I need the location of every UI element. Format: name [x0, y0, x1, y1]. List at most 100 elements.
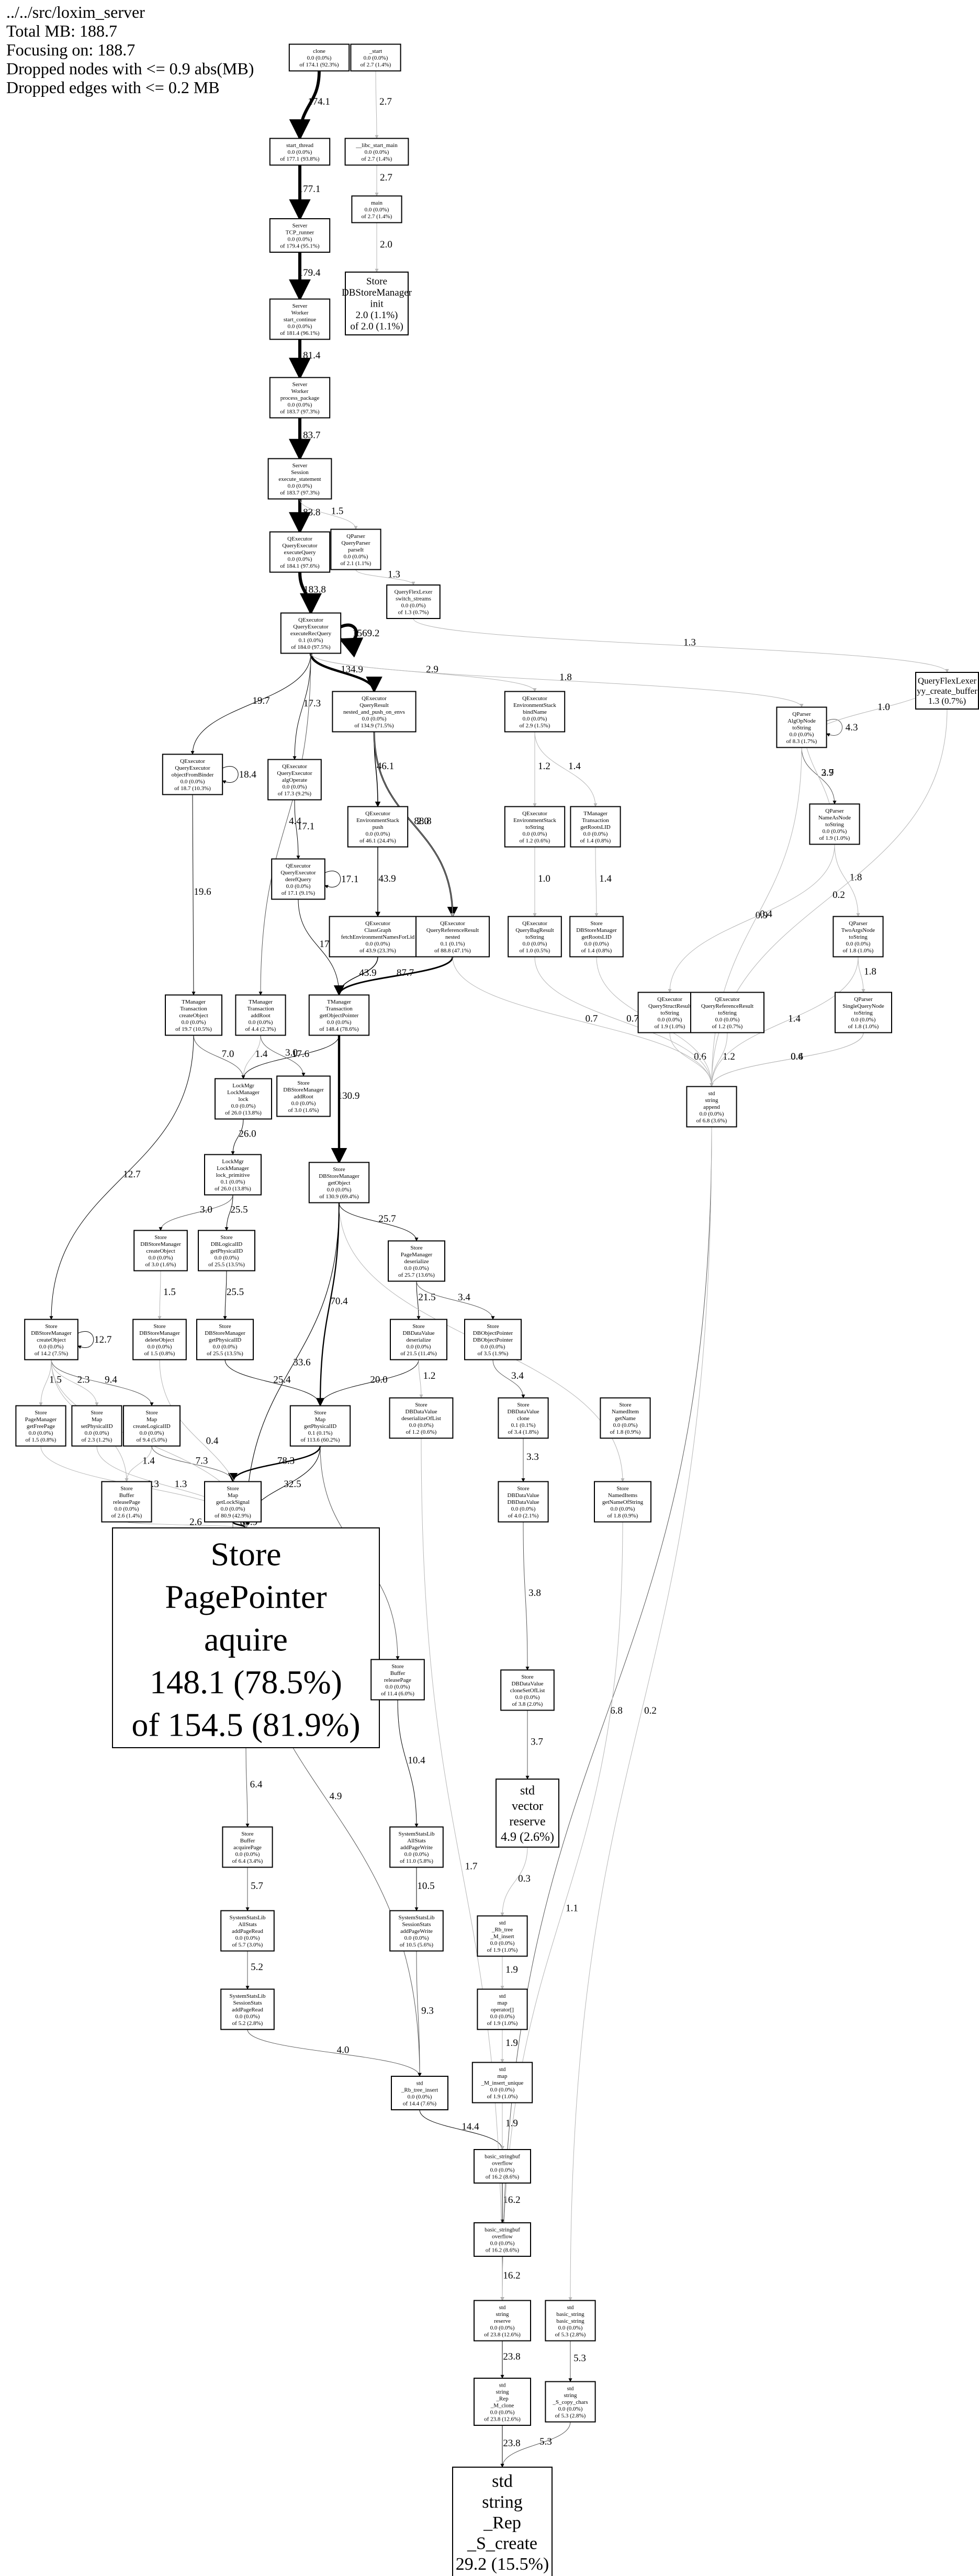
- edge-label: 0.7: [626, 1014, 639, 1025]
- edge-label: 3.0: [285, 1048, 298, 1059]
- edge-label: 18.4: [239, 769, 257, 780]
- node-label-line: PageManager: [401, 1252, 433, 1258]
- edge-line: [710, 957, 859, 1087]
- node-label-line: of 148.4 (78.6%): [319, 1026, 358, 1032]
- node-label-line: of 21.5 (11.4%): [400, 1351, 437, 1357]
- node-label-line: of 11.0 (5.8%): [400, 1858, 433, 1864]
- node-label-line: of 10.5 (5.6%): [400, 1942, 433, 1948]
- node-label-line: 0.1 (0.0%): [299, 637, 323, 644]
- edge-label: 21.5: [418, 1292, 435, 1303]
- node-label-line: QueryStructResult: [648, 1003, 691, 1009]
- node-label-line: 0.0 (0.0%): [288, 556, 312, 563]
- node-label-line: getFreePage: [27, 1423, 55, 1430]
- node-label-line: of 88.8 (47.1%): [434, 948, 471, 954]
- node-label-line: std: [499, 2382, 506, 2388]
- edge-label: 12.7: [94, 1334, 111, 1345]
- node-box: [389, 1826, 444, 1868]
- edge-label: 3.4: [511, 1370, 524, 1381]
- node-label-line: Buffer: [390, 1670, 406, 1677]
- node-label-line: Store: [590, 920, 602, 927]
- node-label-line: QueryFlexLexer: [918, 676, 977, 685]
- node-label-line: of 1.5 (0.8%): [26, 1437, 57, 1443]
- node-label-line: lock_primitive: [216, 1172, 250, 1178]
- node-label-line: _M_insert: [490, 1933, 514, 1940]
- edge-label: 19.7: [252, 695, 269, 706]
- node-label-line: of 17.3 (9.2%): [278, 791, 311, 797]
- node-label-line: of 1.3 (0.7%): [398, 609, 429, 615]
- edge-qe_derefq-to-qe_derefq: 17.1: [324, 871, 358, 888]
- node-label-line: DBObjectPointer: [473, 1330, 513, 1336]
- edge-label: 177.1: [298, 184, 321, 195]
- node-label-line: createObject: [179, 1013, 208, 1019]
- edge-label: 14.4: [462, 2121, 479, 2132]
- edge-line: [492, 1359, 525, 1399]
- edge-label: 174.1: [308, 96, 330, 107]
- node-label-line: getName: [615, 1415, 636, 1422]
- node-label-line: 0.0 (0.0%): [490, 2325, 515, 2331]
- node-label-line: init: [370, 298, 384, 309]
- node-label-line: std: [567, 2304, 574, 2311]
- node-label-line: append: [703, 1104, 720, 1110]
- node-label-line: QExecutor: [287, 536, 312, 542]
- node-label-line: of 6.4 (3.4%): [232, 1858, 263, 1864]
- node-box: [15, 1405, 66, 1447]
- edge-named_getnamestr-to-string_reserve: 1.1: [500, 1522, 623, 2301]
- node-box: [391, 2076, 448, 2110]
- node-label-line: SystemStatsLib: [398, 1915, 435, 1921]
- node-label-line: 2.0 (1.1%): [356, 310, 398, 321]
- node-label-line: 0.0 (0.0%): [288, 149, 312, 155]
- node-box: [776, 706, 827, 748]
- edge-clone-to-start_thread: 174.1: [289, 71, 330, 141]
- edge-vector_reserve-to-rb_insert: 0.3: [500, 1847, 531, 1917]
- edge-line: [245, 1747, 250, 1828]
- edge-qe_algops-to-qe_derefq: 17.1: [294, 800, 314, 860]
- node-box: [386, 584, 441, 619]
- node-label-line: string: [482, 2492, 522, 2512]
- edge-label: 1.8: [850, 872, 862, 883]
- node-label-line: of 2.1 (1.1%): [341, 560, 372, 567]
- edge-qe_result-to-qrefresult: 2.0: [374, 732, 455, 917]
- edge-line: [534, 957, 714, 1087]
- edge-label: 33.6: [293, 1357, 310, 1368]
- node-label-line: TCP_runner: [286, 229, 314, 235]
- edge-label: 70.4: [330, 1296, 348, 1307]
- edge-label: 1.4: [599, 873, 612, 884]
- edge-line: [413, 618, 949, 673]
- node-label-line: toString: [849, 934, 868, 940]
- node-label-line: of 18.7 (10.3%): [174, 785, 211, 792]
- node-label-line: of 174.1 (92.3%): [299, 62, 339, 68]
- edge-line: [568, 1127, 712, 2301]
- edge-line: [416, 1281, 495, 1320]
- node-label-line: getPhysicalID: [209, 1337, 241, 1343]
- node-label-line: TwoArgsNode: [841, 927, 875, 933]
- node-box: [133, 1230, 188, 1272]
- node-label-line: SessionStats: [402, 1921, 431, 1928]
- node-label-line: __libc_start_main: [355, 142, 398, 149]
- edge-line: [339, 1202, 419, 1242]
- node-label-line: of 1.4 (0.8%): [580, 838, 611, 844]
- node-box: [269, 138, 331, 166]
- node-label-line: QExecutor: [282, 763, 307, 770]
- edge-buffer_release-to-pagepointer: 2.6: [126, 1516, 248, 1528]
- edge-label: 16.2: [503, 2195, 520, 2206]
- node-label-line: push: [373, 824, 384, 830]
- edge-basic_string_cons-to-string_construct: 5.3: [568, 2341, 586, 2382]
- edge-sync_addwrite-to-sync_sessstats: 10.5: [414, 1867, 435, 1911]
- node-label-line: TManager: [182, 999, 206, 1005]
- node-box: [545, 2300, 596, 2342]
- node-label-line: deserialize: [406, 1337, 431, 1343]
- node-label-line: of 2.3 (1.2%): [82, 1437, 112, 1443]
- node-label-line: of 1.8 (1.0%): [848, 1023, 879, 1030]
- header-dropped-edges: Dropped edges with <= 0.2 MB: [6, 78, 220, 97]
- node-label-line: Store: [333, 1166, 345, 1173]
- node-label-line: of 1.2 (0.7%): [712, 1023, 743, 1030]
- node-label-line: aquire: [204, 1621, 288, 1658]
- node-box: [289, 1405, 351, 1447]
